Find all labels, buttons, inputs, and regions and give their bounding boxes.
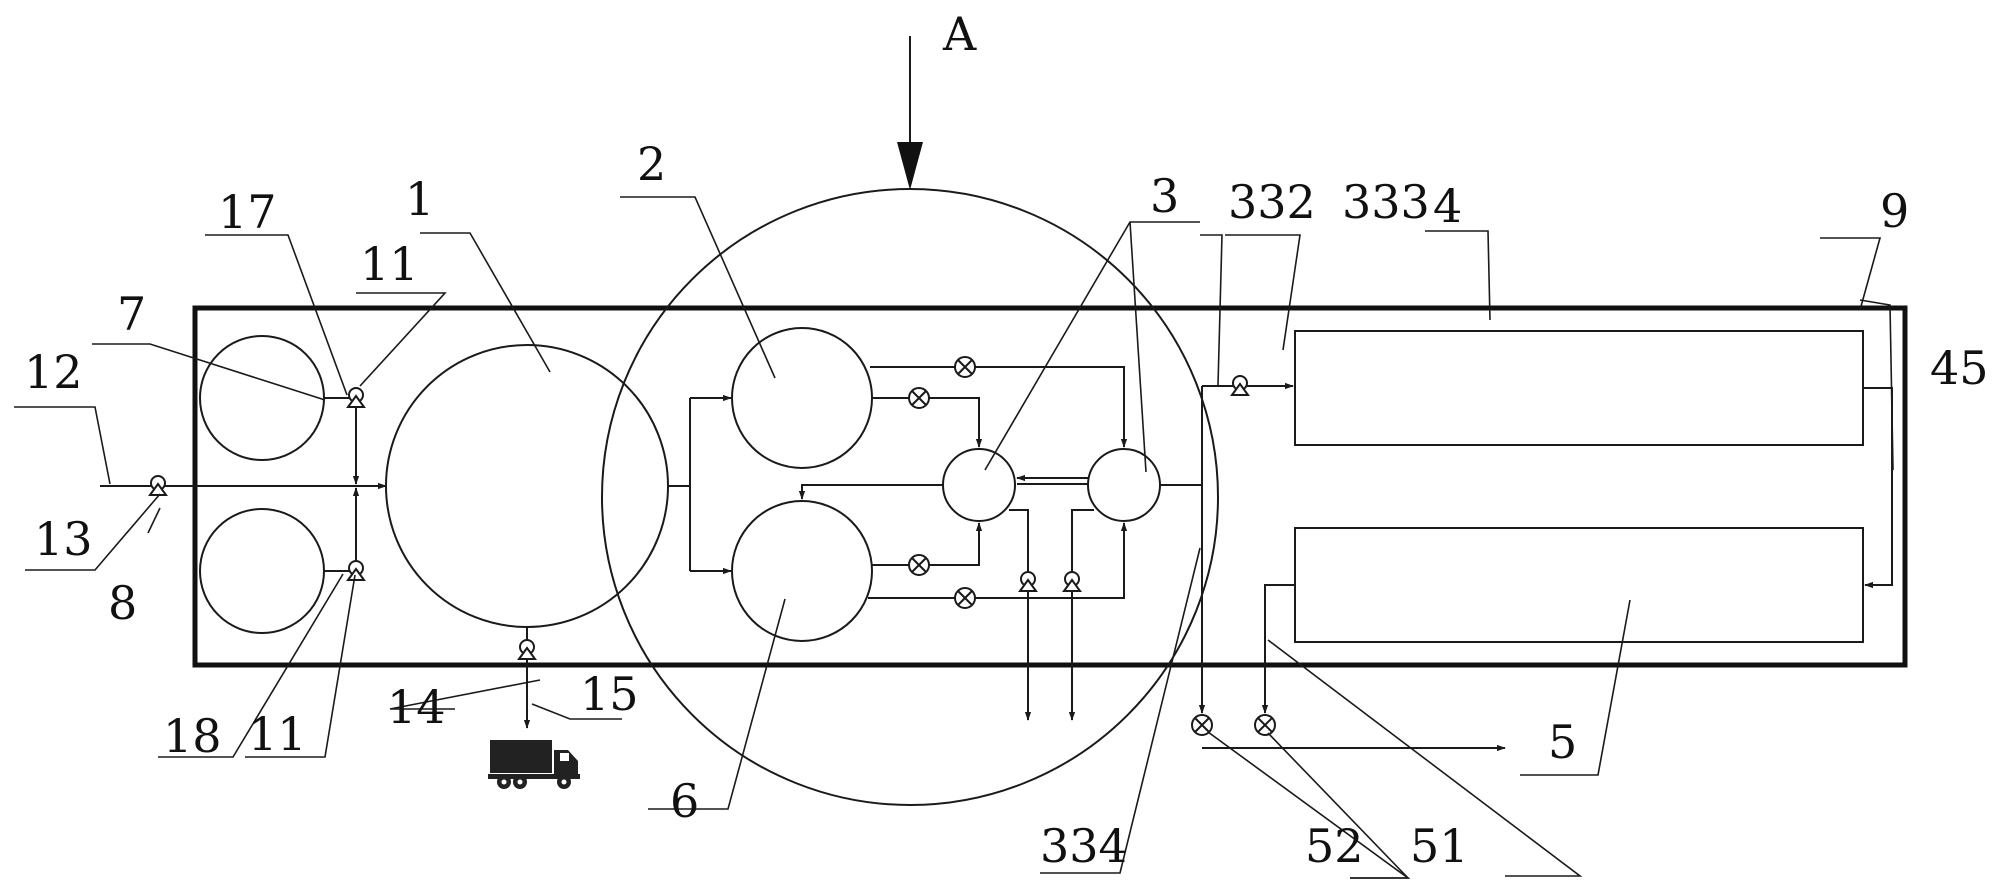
filter-3a [942, 448, 1016, 522]
label-52: 52 [1305, 819, 1364, 873]
valve-icon [954, 356, 976, 378]
valve-icon [954, 587, 976, 609]
label-15: 15 [580, 667, 639, 721]
label-1: 1 [405, 172, 434, 226]
piping-right [1160, 382, 1893, 752]
leader-lines [14, 196, 1894, 879]
label-5: 5 [1548, 715, 1577, 769]
label-4: 4 [1433, 179, 1462, 233]
pump-icon [1063, 571, 1081, 592]
pump-icon [1019, 571, 1037, 592]
valve-icon [1254, 714, 1276, 736]
label-14: 14 [387, 680, 446, 734]
label-332: 332 [1228, 175, 1316, 229]
valve-icon [908, 554, 930, 576]
label-51: 51 [1410, 819, 1469, 873]
label-18: 18 [163, 709, 222, 763]
label-13: 13 [34, 512, 93, 566]
tank-4 [1294, 330, 1864, 446]
label-9: 9 [1880, 184, 1909, 238]
label-8: 8 [108, 576, 137, 630]
label-17: 17 [218, 185, 277, 239]
label-334: 334 [1040, 819, 1128, 873]
view-arrow-a-head [897, 142, 923, 190]
pump-icon [518, 639, 536, 660]
label-11-bottom: 11 [248, 707, 307, 761]
label-a: A [942, 7, 977, 61]
tank-6 [731, 500, 873, 642]
valve-icon [908, 387, 930, 409]
tank-2 [731, 327, 873, 469]
pump-icon [347, 560, 365, 581]
label-6: 6 [670, 774, 699, 828]
piping-left [100, 397, 531, 729]
truck-icon [488, 740, 580, 789]
label-2: 2 [637, 137, 666, 191]
tank-7 [199, 335, 325, 461]
label-333: 333 [1342, 175, 1430, 229]
detail-circle-a [601, 188, 1219, 806]
label-12: 12 [24, 345, 83, 399]
pump-icon [149, 475, 167, 496]
pump-icon [347, 387, 365, 408]
container-frame [192, 305, 1908, 668]
filter-3b [1087, 448, 1161, 522]
tank-8 [199, 508, 325, 634]
tank-1 [385, 344, 669, 628]
label-11-top: 11 [360, 237, 419, 291]
tank-5 [1294, 527, 1864, 643]
pump-icon [1231, 375, 1249, 396]
piping-split [668, 394, 732, 575]
label-7: 7 [117, 287, 146, 341]
label-45: 45 [1930, 341, 1989, 395]
label-3: 3 [1150, 169, 1179, 223]
